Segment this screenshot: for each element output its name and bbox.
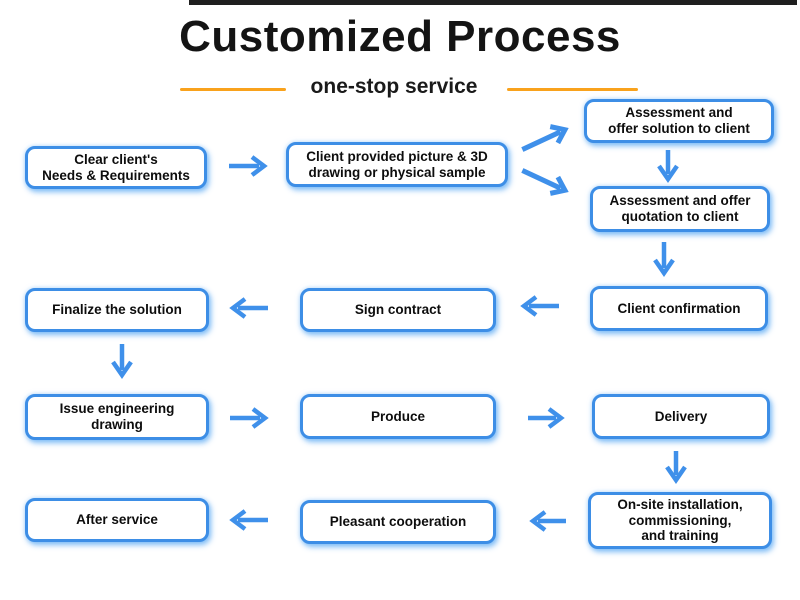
flow-box-client-provided: Client provided picture & 3D drawing or … [286, 142, 508, 187]
arrow-down-icon [653, 242, 675, 277]
arrow-left-icon [529, 510, 566, 532]
flow-box-issue-drawing: Issue engineering drawing [25, 394, 209, 440]
arrow-down-icon [665, 451, 687, 484]
flow-box-clear-needs: Clear client's Needs & Requirements [25, 146, 207, 189]
arrow-up-right-icon [521, 124, 569, 152]
flow-box-delivery: Delivery [592, 394, 770, 439]
flow-box-onsite-installation: On-site installation, commissioning, and… [588, 492, 772, 549]
page-title: Customized Process [179, 12, 621, 61]
arrow-left-icon [229, 509, 268, 531]
flow-box-client-confirmation: Client confirmation [590, 286, 768, 331]
arrow-left-icon [520, 295, 559, 317]
arrow-left-icon [229, 297, 268, 319]
flow-box-finalize-solution: Finalize the solution [25, 288, 209, 332]
arrow-down-icon [657, 150, 679, 183]
flow-box-pleasant-cooperation: Pleasant cooperation [300, 500, 496, 544]
arrow-down-right-icon [521, 168, 569, 196]
subtitle: one-stop service [310, 75, 478, 98]
top-banner-strip [189, 0, 797, 5]
flow-box-offer-solution: Assessment and offer solution to client [584, 99, 774, 143]
flow-box-offer-quotation: Assessment and offer quotation to client [590, 186, 770, 232]
subtitle-divider-right [507, 88, 638, 91]
flow-box-after-service: After service [25, 498, 209, 542]
arrow-right-icon [230, 407, 269, 429]
arrow-down-icon [111, 344, 133, 379]
subtitle-divider-left [180, 88, 286, 91]
arrow-right-icon [528, 407, 565, 429]
flow-box-produce: Produce [300, 394, 496, 439]
arrow-right-icon [229, 155, 268, 177]
flow-box-sign-contract: Sign contract [300, 288, 496, 332]
